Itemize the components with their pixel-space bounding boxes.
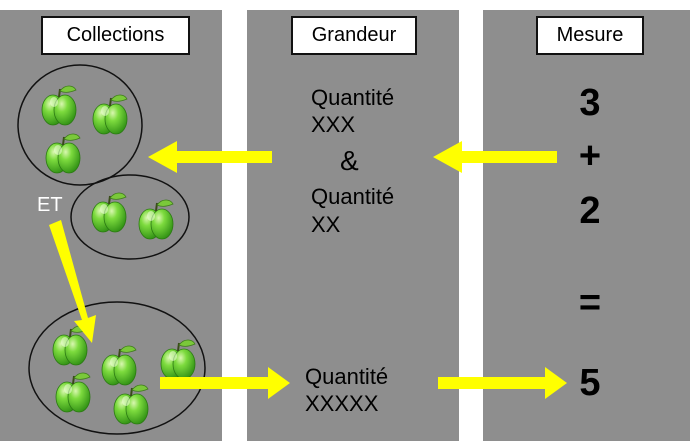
quantity-2-marks: XX — [311, 212, 341, 237]
measure-result: 5 — [579, 362, 601, 404]
measure-b: 2 — [579, 190, 601, 232]
apple-icon — [45, 132, 81, 174]
group-b-circle — [70, 174, 190, 260]
group-a-circle — [17, 64, 143, 186]
collections-header: Collections — [41, 16, 190, 55]
apple-icon — [160, 338, 196, 380]
grandeur-column — [247, 10, 459, 441]
apple-icon — [92, 93, 128, 135]
apple-icon — [91, 191, 127, 233]
mesure-header: Mesure — [536, 16, 644, 55]
arrow-et-to-union — [49, 220, 96, 343]
and-symbol: & — [340, 145, 359, 176]
measure-a: 3 — [579, 82, 601, 124]
quantity-2-label: Quantité — [311, 184, 395, 209]
et-label: ET — [37, 194, 63, 216]
arrow-right-collection-to-grandeur — [160, 367, 290, 399]
arrow-left-mesure-to-grandeur — [433, 141, 557, 173]
mesure-column — [483, 10, 690, 441]
apple-icon — [101, 344, 137, 386]
quantity-1-label: Quantité — [311, 85, 395, 110]
arrow-left-grandeur-to-collection — [148, 141, 272, 173]
grandeur-header: Grandeur — [291, 16, 417, 55]
apple-icon — [41, 84, 77, 126]
apple-icon — [52, 324, 88, 366]
plus-sign: + — [578, 135, 602, 177]
quantity-1-marks: XXX — [311, 112, 356, 137]
quantity-3-marks: XXXXX — [305, 391, 379, 416]
quantity-3-label: Quantité — [305, 364, 389, 389]
arrow-right-grandeur-to-mesure — [438, 367, 567, 399]
equals-sign: = — [578, 282, 602, 324]
apple-icon — [138, 198, 174, 240]
group-union-circle — [28, 301, 206, 435]
apple-icon — [113, 383, 149, 425]
apple-icon — [55, 371, 91, 413]
